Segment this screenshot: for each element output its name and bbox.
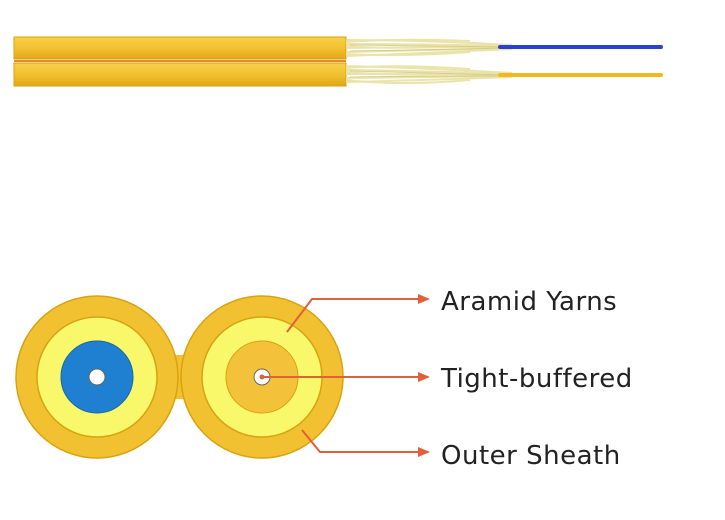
label-aramid-yarns: Aramid Yarns	[441, 287, 617, 317]
aramid-yarn-strands-lower	[345, 65, 513, 84]
label-outer-sheath: Outer Sheath	[441, 441, 621, 471]
yarn-highlights	[349, 44, 506, 78]
leader-aramid	[286, 294, 430, 333]
aramid-yarn-strands-upper	[345, 38, 513, 57]
leader-lines	[262, 294, 430, 457]
leader-sheath	[301, 429, 430, 457]
jacket-lower	[13, 62, 347, 87]
left-fiber-core	[88, 368, 106, 386]
cable-side-view	[13, 36, 663, 87]
jacket-upper	[13, 36, 347, 60]
leader-buffer-origin-dot	[259, 374, 265, 380]
label-tight-buffered: Tight-buffered	[440, 364, 633, 394]
